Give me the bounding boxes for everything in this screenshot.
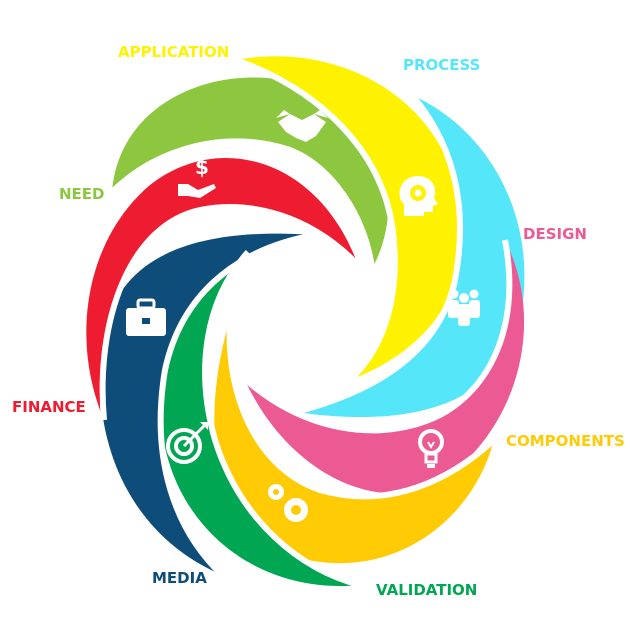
label-finance: FINANCE: [12, 398, 86, 416]
label-design: DESIGN: [523, 225, 587, 243]
label-need: NEED: [59, 185, 105, 203]
handshake-icon: [276, 110, 328, 142]
target-icon: [166, 422, 208, 464]
label-media: MEDIA: [152, 569, 207, 587]
segment-process: [236, 56, 464, 381]
label-process: PROCESS: [403, 56, 481, 74]
lightbulb-icon: [418, 429, 444, 468]
segment-separators: [99, 57, 513, 588]
segment-validation: [214, 318, 494, 564]
svg-text:$: $: [195, 155, 209, 179]
label-application: APPLICATION: [118, 43, 230, 61]
label-validation: VALIDATION: [376, 581, 478, 599]
segment-need: [86, 157, 359, 420]
segment-media: [159, 252, 360, 587]
label-components: COMPONENTS: [506, 432, 625, 450]
team-icon: [448, 289, 480, 326]
money-hand-icon: $: [178, 155, 216, 198]
segment-design: [296, 95, 525, 418]
briefcase-icon: [126, 298, 166, 336]
gears-icon: [268, 484, 308, 522]
head-gear-icon: [399, 175, 438, 216]
segment-components: [244, 240, 525, 494]
